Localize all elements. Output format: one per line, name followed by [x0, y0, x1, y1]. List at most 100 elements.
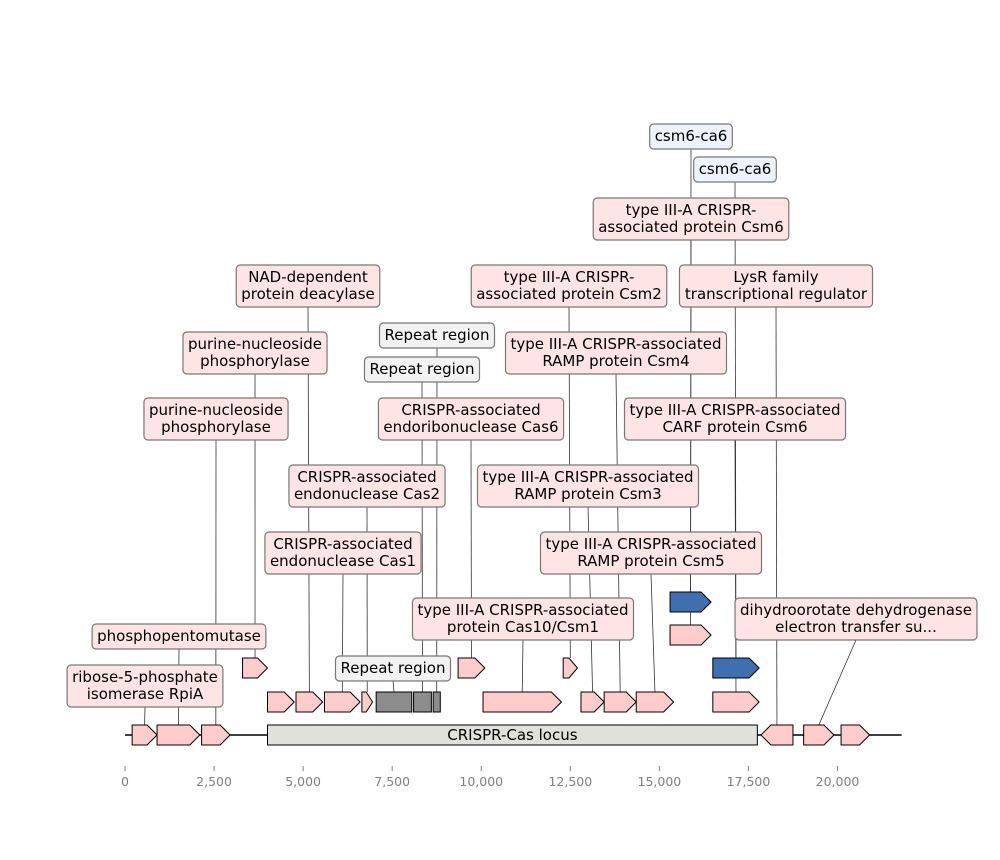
feature-label: type III-A CRISPR-associated protein Csm… [470, 264, 668, 308]
label-box [66, 664, 224, 708]
label-box [693, 156, 777, 183]
crispr-cas-locus: CRISPR-Cas locus [267, 724, 758, 746]
label-line: LysR family [733, 268, 818, 286]
label-line: Repeat region [384, 326, 489, 344]
label-box [334, 655, 452, 682]
label-line: associated protein Csm2 [476, 285, 662, 303]
feature-label: Repeat region [378, 322, 496, 349]
gene-arrow [840, 724, 871, 746]
label-box [363, 356, 481, 383]
label-line: NAD-dependent [248, 268, 368, 286]
label-text: csm6-ca6 [655, 127, 728, 145]
gene-arrow [712, 691, 760, 713]
label-line: electron transfer su... [775, 618, 937, 636]
gene-arrow [156, 724, 201, 746]
label-line: type III-A CRISPR-associated [417, 601, 628, 619]
label-line: csm6-ca6 [655, 127, 728, 145]
gene-arrow [267, 691, 295, 713]
label-text: Repeat region [384, 326, 489, 344]
label-box [182, 331, 328, 375]
label-text: type III-A CRISPR-associated protein Csm… [598, 201, 784, 236]
label-box [470, 264, 668, 308]
label-line: CRISPR-associated [297, 468, 436, 486]
label-line: endoribonuclease Cas6 [383, 418, 558, 436]
label-line: CRISPR-associated [401, 401, 540, 419]
repeat-region-block [413, 691, 432, 713]
gene-arrow [324, 691, 361, 713]
label-text: csm6-ca6 [699, 160, 772, 178]
gene-arrow [635, 691, 675, 713]
gene-arrow [803, 724, 835, 746]
label-line: protein deacylase [241, 285, 375, 303]
label-box [592, 197, 790, 241]
label-line: phosphorylase [161, 418, 271, 436]
label-box [734, 597, 978, 641]
label-line: associated protein Csm6 [598, 218, 784, 236]
label-box [91, 623, 267, 650]
label-line: RAMP protein Csm3 [514, 485, 661, 503]
label-box [539, 531, 763, 575]
label-line: phosphopentomutase [97, 627, 261, 645]
repeat-region-block [375, 691, 413, 713]
feature-label: csm6-ca6 [693, 156, 777, 183]
label-line: type III-A CRISPR-associated [482, 468, 693, 486]
label-text: Repeat region [340, 659, 445, 677]
gene-arrow [295, 691, 324, 713]
label-line: CARF protein Csm6 [662, 418, 807, 436]
label-text: phosphopentomutase [97, 627, 261, 645]
axis-tick-label: 5,000 [285, 774, 321, 789]
label-line: RAMP protein Csm4 [542, 352, 689, 370]
leader-line [775, 306, 778, 726]
label-text: Repeat region [369, 360, 474, 378]
label-line: Repeat region [340, 659, 445, 677]
label-box [143, 397, 289, 441]
label-line: csm6-ca6 [699, 160, 772, 178]
label-line: purine-nucleoside [188, 335, 322, 353]
feature-arrows [131, 591, 871, 746]
label-line: purine-nucleoside [149, 401, 283, 419]
label-line: type III-A CRISPR-associated [510, 335, 721, 353]
feature-label: Repeat region [363, 356, 481, 383]
highlight-gene-arrow [712, 657, 760, 679]
label-line: type III-A CRISPR-associated [545, 535, 756, 553]
label-line: RAMP protein Csm5 [577, 552, 724, 570]
leader-line [392, 680, 395, 693]
label-line: ribose-5-phosphate [72, 668, 218, 686]
feature-label: Repeat region [334, 655, 452, 682]
gene-arrow [457, 657, 486, 679]
axis-tick-label: 2,500 [196, 774, 232, 789]
axis-tick-label: 10,000 [459, 774, 503, 789]
gene-arrow [361, 691, 374, 713]
feature-label: phosphopentomutase [91, 623, 267, 650]
gene-arrow [562, 657, 578, 679]
gene-arrow [669, 624, 712, 646]
gene-arrow [603, 691, 637, 713]
feature-label: type III-A CRISPR-associated protein Csm… [592, 197, 790, 241]
label-box [678, 264, 874, 308]
locus-label: CRISPR-Cas locus [447, 726, 577, 744]
label-box [649, 123, 733, 150]
gene-arrow [131, 724, 158, 746]
